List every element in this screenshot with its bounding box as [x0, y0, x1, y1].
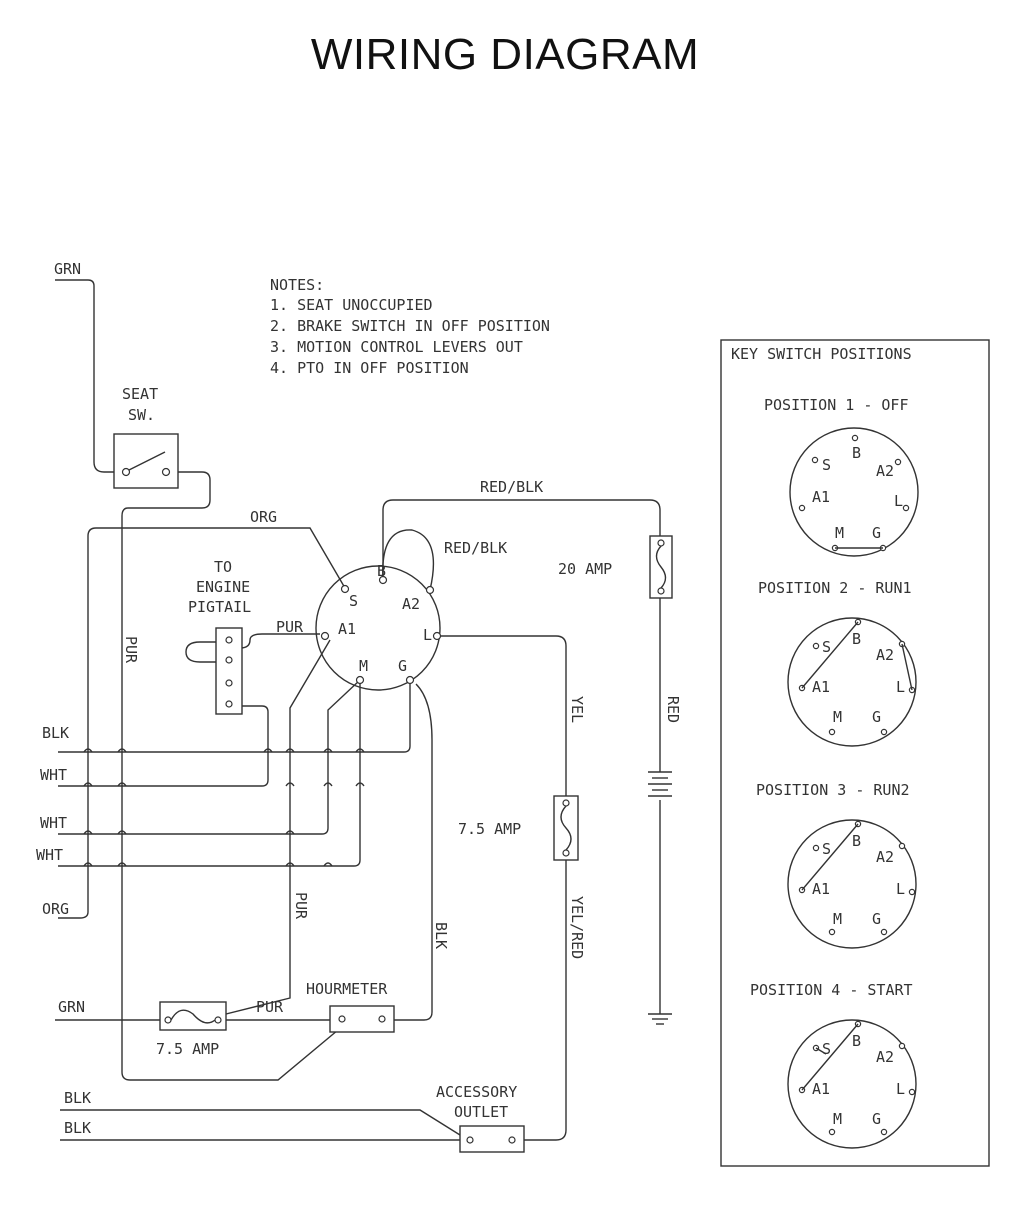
wire-label-blk: BLK: [42, 724, 69, 742]
wire-label-wht-3: WHT: [36, 846, 63, 864]
key-switch-panel: KEY SWITCH POSITIONS POSITION 1 - OFF B …: [720, 339, 990, 1167]
pigtail-label-2: ENGINE: [196, 578, 250, 596]
fuse-7-5-amp-bottom: 7.5 AMP: [156, 1001, 227, 1058]
accessory-outlet: ACCESSORY OUTLET: [436, 1083, 525, 1153]
ign-terminal-l: L: [423, 626, 432, 644]
ign-terminal-b: B: [377, 562, 386, 580]
pigtail-label-1: TO: [214, 558, 232, 576]
key1-terminal-g: G: [872, 524, 881, 542]
key2-terminal-g: G: [872, 708, 881, 726]
key-position-3: POSITION 3 - RUN2 B S A2 A1 L M G: [756, 781, 917, 949]
seat-switch-label-1: SEAT: [122, 385, 158, 403]
key2-terminal-b: B: [852, 630, 861, 648]
ground-symbol: [648, 1013, 672, 1025]
seat-switch-label-2: SW.: [128, 406, 155, 424]
engine-pigtail: TO ENGINE PIGTAIL: [188, 558, 251, 715]
key4-terminal-a2: A2: [876, 1048, 894, 1066]
wire-label-pur-hm: PUR: [256, 998, 284, 1016]
wire-label-org-top: ORG: [250, 508, 277, 526]
wire-label-blk-2: BLK: [64, 1119, 91, 1137]
note-2: 2. BRAKE SWITCH IN OFF POSITION: [270, 317, 550, 335]
key3-terminal-a1: A1: [812, 880, 830, 898]
key2-terminal-m: M: [833, 708, 842, 726]
battery: [648, 771, 672, 797]
key-position-3-label: POSITION 3 - RUN2: [756, 781, 910, 799]
key3-terminal-a2: A2: [876, 848, 894, 866]
notes-heading: NOTES:: [270, 276, 324, 294]
key3-terminal-m: M: [833, 910, 842, 928]
outlet-label-2: OUTLET: [454, 1103, 508, 1121]
key3-terminal-b: B: [852, 832, 861, 850]
note-3: 3. MOTION CONTROL LEVERS OUT: [270, 338, 523, 356]
wire-hops: [83, 748, 365, 867]
hourmeter: HOURMETER: [306, 980, 395, 1033]
ign-terminal-a2: A2: [402, 595, 420, 613]
note-4: 4. PTO IN OFF POSITION: [270, 359, 469, 377]
fuse-20-amp: 20 AMP: [558, 535, 673, 599]
wire-label-red-blk-top: RED/BLK: [480, 478, 543, 496]
note-1: 1. SEAT UNOCCUPIED: [270, 296, 433, 314]
wire-label-blk-mid: BLK: [432, 922, 450, 949]
wire-label-org-left: ORG: [42, 900, 69, 918]
ign-terminal-a1: A1: [338, 620, 356, 638]
ign-terminal-m: M: [359, 657, 368, 675]
key4-terminal-b: B: [852, 1032, 861, 1050]
key4-terminal-m: M: [833, 1110, 842, 1128]
wire-label-blk-1: BLK: [64, 1089, 91, 1107]
key4-terminal-a1: A1: [812, 1080, 830, 1098]
key3-terminal-g: G: [872, 910, 881, 928]
ign-terminal-s: S: [349, 592, 358, 610]
wire-label-red: RED: [664, 696, 682, 723]
key3-terminal-s: S: [822, 840, 831, 858]
wire-label-pur-a1: PUR: [276, 618, 304, 636]
key4-terminal-s: S: [822, 1040, 831, 1058]
fuse-75-right-label: 7.5 AMP: [458, 820, 521, 838]
wire-label-pur-left: PUR: [122, 636, 140, 664]
key-position-4-label: POSITION 4 - START: [750, 981, 913, 999]
key-panel-heading: KEY SWITCH POSITIONS: [731, 345, 912, 363]
wires: [55, 279, 661, 1141]
fuse-7-5-amp-right: 7.5 AMP: [458, 795, 579, 861]
wire-label-wht-2: WHT: [40, 814, 67, 832]
wire-labels: GRN BLK WHT WHT WHT ORG GRN BLK BLK ORG …: [36, 260, 682, 1137]
ignition-switch: S B A2 A1 L M G: [315, 562, 442, 691]
ign-terminal-g: G: [398, 657, 407, 675]
seat-switch: SEAT SW.: [113, 385, 179, 489]
notes: NOTES: 1. SEAT UNOCCUPIED 2. BRAKE SWITC…: [270, 276, 550, 377]
key-position-2-label: POSITION 2 - RUN1: [758, 579, 912, 597]
key1-terminal-l: L: [894, 492, 903, 510]
wire-label-red-blk-jumper: RED/BLK: [444, 539, 507, 557]
key1-terminal-a1: A1: [812, 488, 830, 506]
fuse-75-bottom-label: 7.5 AMP: [156, 1040, 219, 1058]
key-position-1-label: POSITION 1 - OFF: [764, 396, 909, 414]
key1-terminal-s: S: [822, 456, 831, 474]
key4-terminal-l: L: [896, 1080, 905, 1098]
key2-terminal-a1: A1: [812, 678, 830, 696]
key-position-2: POSITION 2 - RUN1 B S A2 A1 L M G: [758, 579, 917, 747]
key2-terminal-a2: A2: [876, 646, 894, 664]
key1-terminal-m: M: [835, 524, 844, 542]
wire-label-wht-1: WHT: [40, 766, 67, 784]
key4-terminal-g: G: [872, 1110, 881, 1128]
key2-terminal-s: S: [822, 638, 831, 656]
key-position-4: POSITION 4 - START B S A2 A1 L M G: [750, 981, 917, 1149]
diagram-title: WIRING DIAGRAM: [310, 30, 700, 79]
wire-label-grn-bottom: GRN: [58, 998, 85, 1016]
key3-terminal-l: L: [896, 880, 905, 898]
key1-terminal-b: B: [852, 444, 861, 462]
wire-label-yel: YEL: [568, 696, 586, 723]
wire-label-grn-top: GRN: [54, 260, 81, 278]
hourmeter-label: HOURMETER: [306, 980, 388, 998]
wire-label-pur-mid: PUR: [292, 892, 310, 920]
outlet-label-1: ACCESSORY: [436, 1083, 517, 1101]
fuse-20-label: 20 AMP: [558, 560, 612, 578]
key2-terminal-l: L: [896, 678, 905, 696]
wire-label-yel-red: YEL/RED: [568, 896, 586, 959]
key-position-1: POSITION 1 - OFF B S A2 A1 L M G: [764, 396, 919, 557]
key1-terminal-a2: A2: [876, 462, 894, 480]
pigtail-label-3: PIGTAIL: [188, 598, 251, 616]
